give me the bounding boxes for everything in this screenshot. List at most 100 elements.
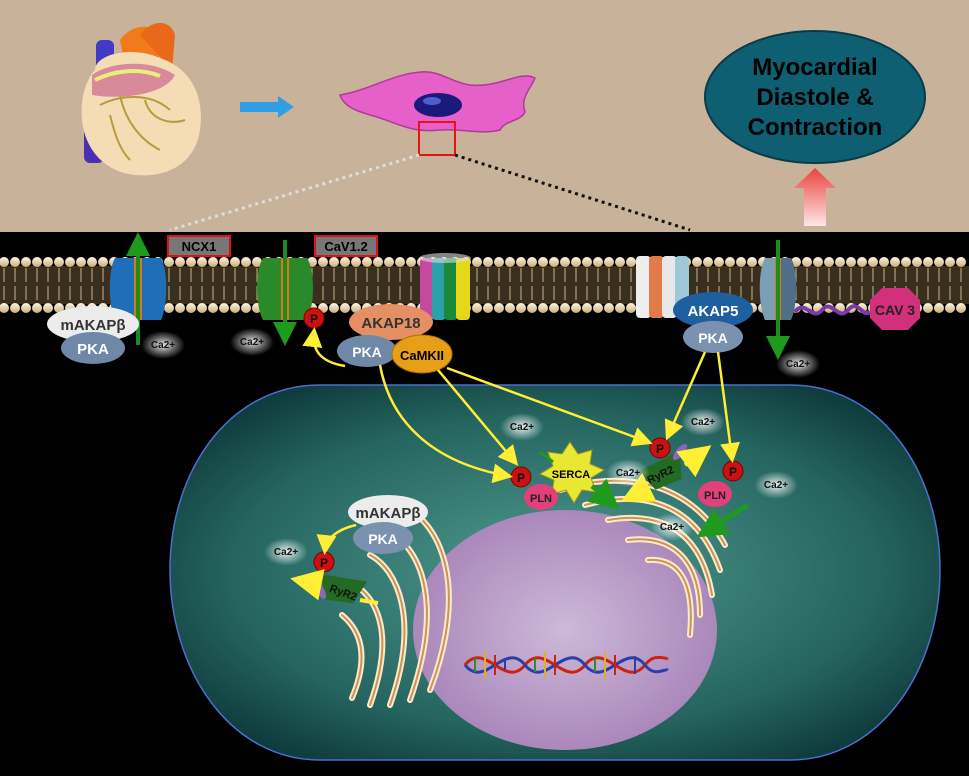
lipid-head: [175, 257, 185, 267]
lipid-head: [329, 257, 339, 267]
calcium-glow: [776, 350, 820, 378]
pln-right-shape: [698, 481, 732, 507]
lipid-head: [560, 257, 570, 267]
upregulation-arrow: [794, 168, 836, 226]
pln-right-label: PLN: [704, 490, 726, 502]
lipid-head: [472, 257, 482, 267]
phospho-ryr2-left: P: [313, 551, 335, 573]
lipid-head: [230, 257, 240, 267]
lipid-head: [560, 303, 570, 313]
calcium-ion-label: Ca2+: [616, 468, 640, 479]
signaling-arrows: [290, 327, 740, 605]
cav3-shape: [870, 288, 920, 330]
phospho-pln-right-label: P: [729, 465, 737, 479]
calcium-ion-label: Ca2+: [274, 547, 298, 558]
phospho-ryr2-left-label: P: [320, 556, 328, 570]
pka-akap18-shape: [337, 335, 397, 367]
phospho-cav12: P: [303, 307, 325, 329]
zoom-line-left: [169, 153, 420, 232]
pka-top-left-label: PKA: [77, 341, 109, 358]
lipid-head: [186, 257, 196, 267]
lipid-head: [54, 257, 64, 267]
camkii-shape: [391, 334, 453, 374]
pka-inner-shape: [353, 522, 413, 554]
lipid-head: [197, 303, 207, 313]
lipid-head: [890, 257, 900, 267]
lipid-head: [593, 257, 603, 267]
calcium-ion-label: Ca2+: [240, 337, 264, 348]
lipid-head: [208, 303, 218, 313]
calcium-glow: [650, 513, 694, 541]
lipid-head: [934, 303, 944, 313]
lipid-head: [483, 303, 493, 313]
lipid-head: [626, 257, 636, 267]
calcium-ion-label: Ca2+: [691, 417, 715, 428]
lipid-head: [186, 303, 196, 313]
calcium-glow: [500, 413, 544, 441]
lipid-head: [703, 257, 713, 267]
lipid-head: [912, 257, 922, 267]
calcium-glow: [681, 408, 725, 436]
lipid-head: [98, 257, 108, 267]
cav12-channel: [257, 240, 313, 346]
lipid-head: [802, 257, 812, 267]
lipid-head: [604, 303, 614, 313]
lipid-head: [384, 257, 394, 267]
lipid-head: [483, 257, 493, 267]
lipid-head: [54, 303, 64, 313]
ncx1-label: NCX1: [182, 239, 217, 254]
phospho-pln-left: P: [510, 466, 532, 488]
lipid-head: [65, 257, 75, 267]
lipid-head: [21, 303, 31, 313]
lipid-head: [406, 257, 416, 267]
lipid-head: [582, 257, 592, 267]
camkii-label: CaMKII: [400, 348, 444, 363]
lipid-head: [43, 257, 53, 267]
lipid-head: [714, 257, 724, 267]
lipid-head: [813, 257, 823, 267]
phospho-cav12-label: P: [310, 312, 318, 326]
lipid-head: [615, 303, 625, 313]
lipid-head: [230, 303, 240, 313]
lipid-head: [43, 303, 53, 313]
lipid-head: [923, 303, 933, 313]
calcium-glow: [264, 538, 308, 566]
lipid-head: [956, 303, 966, 313]
calcium-glow: [606, 459, 650, 487]
lipid-head: [208, 257, 218, 267]
phospho-ryr2-right: P: [649, 437, 671, 459]
calcium-glow: [754, 471, 798, 499]
lipid-head: [505, 303, 515, 313]
makap-top-shape: [47, 306, 139, 342]
calcium-ion-label: Ca2+: [151, 340, 175, 351]
lipid-head: [164, 303, 174, 313]
lipid-head: [571, 257, 581, 267]
lipid-head: [593, 303, 603, 313]
lipid-head: [692, 257, 702, 267]
lipid-head: [87, 257, 97, 267]
lipid-head: [351, 257, 361, 267]
cav12-label-box: [314, 235, 378, 257]
lipid-head: [351, 303, 361, 313]
lipid-head: [329, 303, 339, 313]
lipid-head: [945, 257, 955, 267]
lipid-head: [725, 257, 735, 267]
pka-akap5-label: PKA: [698, 330, 728, 346]
lipid-head: [527, 303, 537, 313]
zoom-line-right: [454, 153, 691, 232]
lipid-head: [340, 303, 350, 313]
lipid-head: [505, 257, 515, 267]
lipid-head: [0, 303, 9, 313]
pln-left-label: PLN: [530, 493, 552, 505]
blue-arrow: [240, 96, 294, 118]
lipid-head: [32, 257, 42, 267]
lipid-head: [571, 303, 581, 313]
lipid-head: [824, 257, 834, 267]
lipid-head: [241, 303, 251, 313]
outcome-line-3: Contraction: [748, 114, 883, 141]
akap18-shape: [349, 304, 433, 340]
lipid-head: [472, 303, 482, 313]
lipid-head: [32, 303, 42, 313]
lipid-head: [0, 257, 9, 267]
receptor-cylinders: [419, 253, 471, 320]
